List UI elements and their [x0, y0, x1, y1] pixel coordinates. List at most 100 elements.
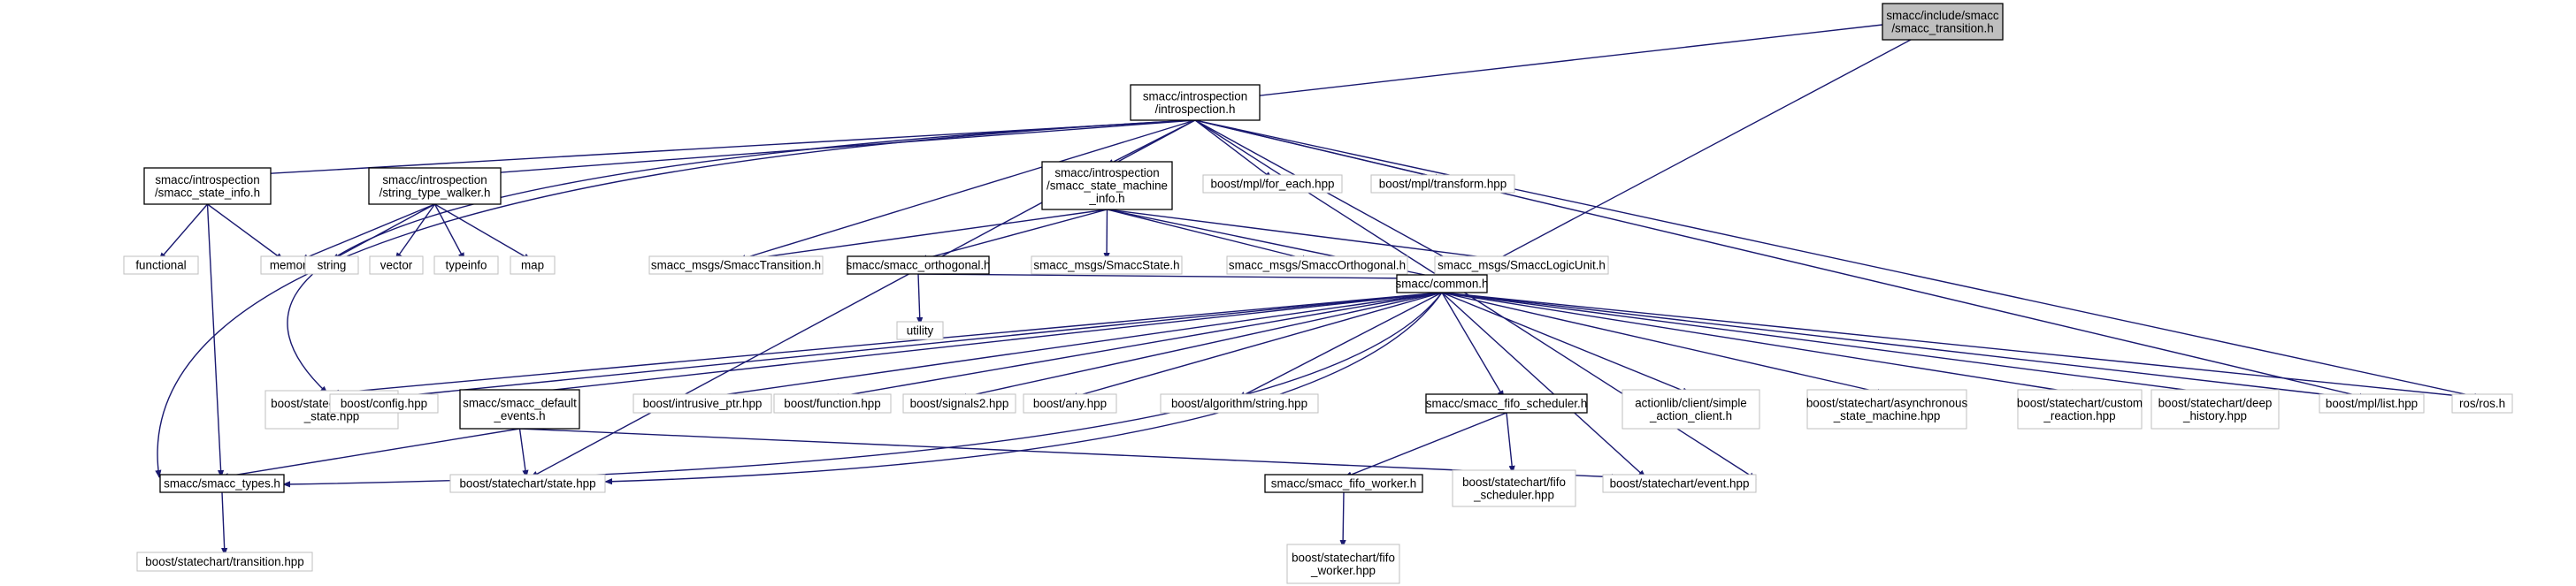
- node-mpl-list[interactable]: boost/mpl/list.hpp: [2319, 393, 2425, 414]
- node-string[interactable]: string: [304, 255, 359, 275]
- edge-string_type_walker-to-vector: [395, 203, 436, 261]
- node-box: [648, 255, 824, 275]
- node-mpl-transform[interactable]: boost/mpl/transform.hpp: [1370, 174, 1515, 194]
- node-box: [1031, 255, 1183, 275]
- node-any[interactable]: boost/any.hpp: [1023, 393, 1117, 414]
- node-msg-transition[interactable]: smacc_msgs/SmaccTransition.h: [648, 255, 824, 275]
- node-vector[interactable]: vector: [369, 255, 424, 275]
- node-fifo-scheduler-hpp[interactable]: boost/statechart/fifo_scheduler.hpp: [1452, 469, 1576, 507]
- node-msg-logicunit[interactable]: smacc_msgs/SmaccLogicUnit.h: [1434, 255, 1609, 275]
- edge-state_info-to-functional: [158, 203, 209, 261]
- edge-orthogonal-to-common: [917, 273, 1416, 282]
- node-label: smacc_msgs/SmaccState.h: [1033, 259, 1179, 272]
- node-common[interactable]: smacc/common.h: [1396, 274, 1489, 293]
- node-fifo-worker[interactable]: smacc/smacc_fifo_worker.h: [1264, 474, 1423, 493]
- node-box: [773, 393, 892, 414]
- node-label: boost/mpl/list.hpp: [2326, 397, 2418, 410]
- edge-fifo_scheduler-to-fifo_worker: [1344, 412, 1507, 478]
- node-box: [1023, 393, 1117, 414]
- edge-string_type_walker-to-typeinfo: [433, 203, 465, 261]
- node-box: [1434, 255, 1609, 275]
- node-introspection[interactable]: smacc/introspection/introspection.h: [1130, 84, 1261, 121]
- node-label: vector: [380, 259, 413, 272]
- node-msg-orthogonal[interactable]: smacc_msgs/SmaccOrthogonal.h: [1226, 255, 1408, 275]
- edge-state_machine_info-to-msg_logicunit: [1107, 209, 1505, 263]
- node-function[interactable]: boost/function.hpp: [773, 393, 892, 414]
- node-functional[interactable]: functional: [123, 255, 199, 275]
- node-box: [902, 393, 1016, 414]
- node-fifo-scheduler[interactable]: smacc/smacc_fifo_scheduler.h: [1425, 393, 1588, 414]
- node-label: smacc/introspection: [155, 173, 259, 186]
- edge-introspection-to-for_each: [1194, 119, 1273, 179]
- edge-fifo_worker-to-fifo_worker_hpp: [1339, 491, 1346, 548]
- node-config[interactable]: boost/config.hpp: [329, 393, 439, 414]
- node-ros[interactable]: ros/ros.h: [2451, 393, 2513, 414]
- edge-common-to-simple_state: [331, 292, 1443, 396]
- node-box: [1425, 393, 1588, 414]
- node-state-info[interactable]: smacc/introspection/smacc_state_info.h: [143, 167, 272, 205]
- node-label: boost/function.hpp: [784, 397, 880, 410]
- node-label: _action_client.h: [1649, 409, 1732, 422]
- node-signals2[interactable]: boost/signals2.hpp: [902, 393, 1016, 414]
- node-fifo-worker-hpp[interactable]: boost/statechart/fifo_worker.hpp: [1286, 544, 1400, 584]
- node-intrusive-ptr[interactable]: boost/intrusive_ptr.hpp: [632, 393, 772, 414]
- node-box: [896, 321, 944, 340]
- node-label: boost/config.hpp: [341, 397, 427, 410]
- edge-common-to-default_events: [521, 292, 1443, 396]
- node-utility[interactable]: utility: [896, 321, 944, 340]
- node-typeinfo[interactable]: typeinfo: [433, 255, 499, 275]
- node-event-hpp[interactable]: boost/statechart/event.hpp: [1602, 474, 1757, 493]
- node-label: boost/mpl/for_each.hpp: [1211, 178, 1335, 191]
- node-label: boost/statechart/state.hpp: [459, 477, 595, 491]
- node-async-state-machine[interactable]: boost/statechart/asynchronous_state_mach…: [1806, 389, 1968, 430]
- node-box: [459, 389, 580, 430]
- edge-default_events-to-state_hpp: [518, 428, 529, 478]
- edge-common-to-mpl_list: [1441, 292, 2354, 400]
- node-label: smacc/include/smacc: [1886, 9, 1999, 22]
- node-label: smacc/smacc_fifo_scheduler.h: [1426, 397, 1587, 410]
- node-custom-reaction[interactable]: boost/statechart/custom_reaction.hpp: [2017, 389, 2143, 430]
- node-box: [143, 167, 272, 205]
- node-label: memory: [270, 259, 313, 272]
- node-state-machine-info[interactable]: smacc/introspection/smacc_state_machine_…: [1041, 161, 1173, 210]
- node-label: smacc_msgs/SmaccLogicUnit.h: [1438, 259, 1606, 272]
- edge-transition-to-introspection: [1167, 24, 1883, 109]
- node-label: _info.h: [1088, 192, 1124, 205]
- node-box: [1041, 161, 1173, 210]
- node-label: _state_machine.hpp: [1833, 409, 1941, 422]
- node-transition[interactable]: smacc/include/smacc/smacc_transition.h: [1882, 3, 2004, 41]
- node-string-type-walker[interactable]: smacc/introspection/string_type_walker.h: [368, 167, 502, 205]
- node-box: [847, 255, 990, 275]
- node-box: [1226, 255, 1408, 275]
- node-for-each[interactable]: boost/mpl/for_each.hpp: [1202, 174, 1343, 194]
- node-label: _worker.hpp: [1310, 564, 1376, 577]
- node-smacc-types[interactable]: smacc/smacc_types.h: [159, 474, 285, 493]
- node-label: /string_type_walker.h: [380, 186, 491, 199]
- node-label: boost/any.hpp: [1033, 397, 1107, 410]
- node-map[interactable]: map: [510, 255, 556, 275]
- node-simple-action-client[interactable]: actionlib/client/simple_action_client.h: [1622, 389, 1760, 430]
- node-state-hpp[interactable]: boost/statechart/state.hpp: [449, 474, 606, 493]
- node-box: [1202, 174, 1343, 194]
- node-box: [1396, 274, 1488, 293]
- edge-common-to-deep_history: [1441, 292, 2212, 396]
- node-algorithm-string[interactable]: boost/algorithm/string.hpp: [1160, 393, 1319, 414]
- node-msg-state[interactable]: smacc_msgs/SmaccState.h: [1031, 255, 1183, 275]
- node-label: boost/intrusive_ptr.hpp: [643, 397, 763, 410]
- edge-transition-to-common: [1445, 39, 1912, 287]
- node-box: [2319, 393, 2425, 414]
- node-deep-history[interactable]: boost/statechart/deep_history.hpp: [2150, 389, 2280, 430]
- edge-introspection-to-ros: [1194, 119, 2482, 400]
- edge-state_machine_info-to-msg_transition: [742, 209, 1108, 263]
- node-box: [510, 255, 556, 275]
- node-orthogonal[interactable]: smacc/smacc_orthogonal.h: [847, 255, 991, 275]
- node-label: boost/signals2.hpp: [910, 397, 1009, 410]
- node-label: smacc/smacc_default: [463, 396, 577, 409]
- edge-introspection-to-simple_state: [287, 119, 1196, 394]
- node-default-events[interactable]: smacc/smacc_default_events.h: [459, 389, 580, 430]
- node-label: boost/statechart/fifo: [1292, 551, 1395, 564]
- node-label: smacc_msgs/SmaccTransition.h: [651, 259, 821, 272]
- node-label: smacc/smacc_fifo_worker.h: [1271, 477, 1416, 491]
- node-transition-hpp[interactable]: boost/statechart/transition.hpp: [136, 552, 313, 572]
